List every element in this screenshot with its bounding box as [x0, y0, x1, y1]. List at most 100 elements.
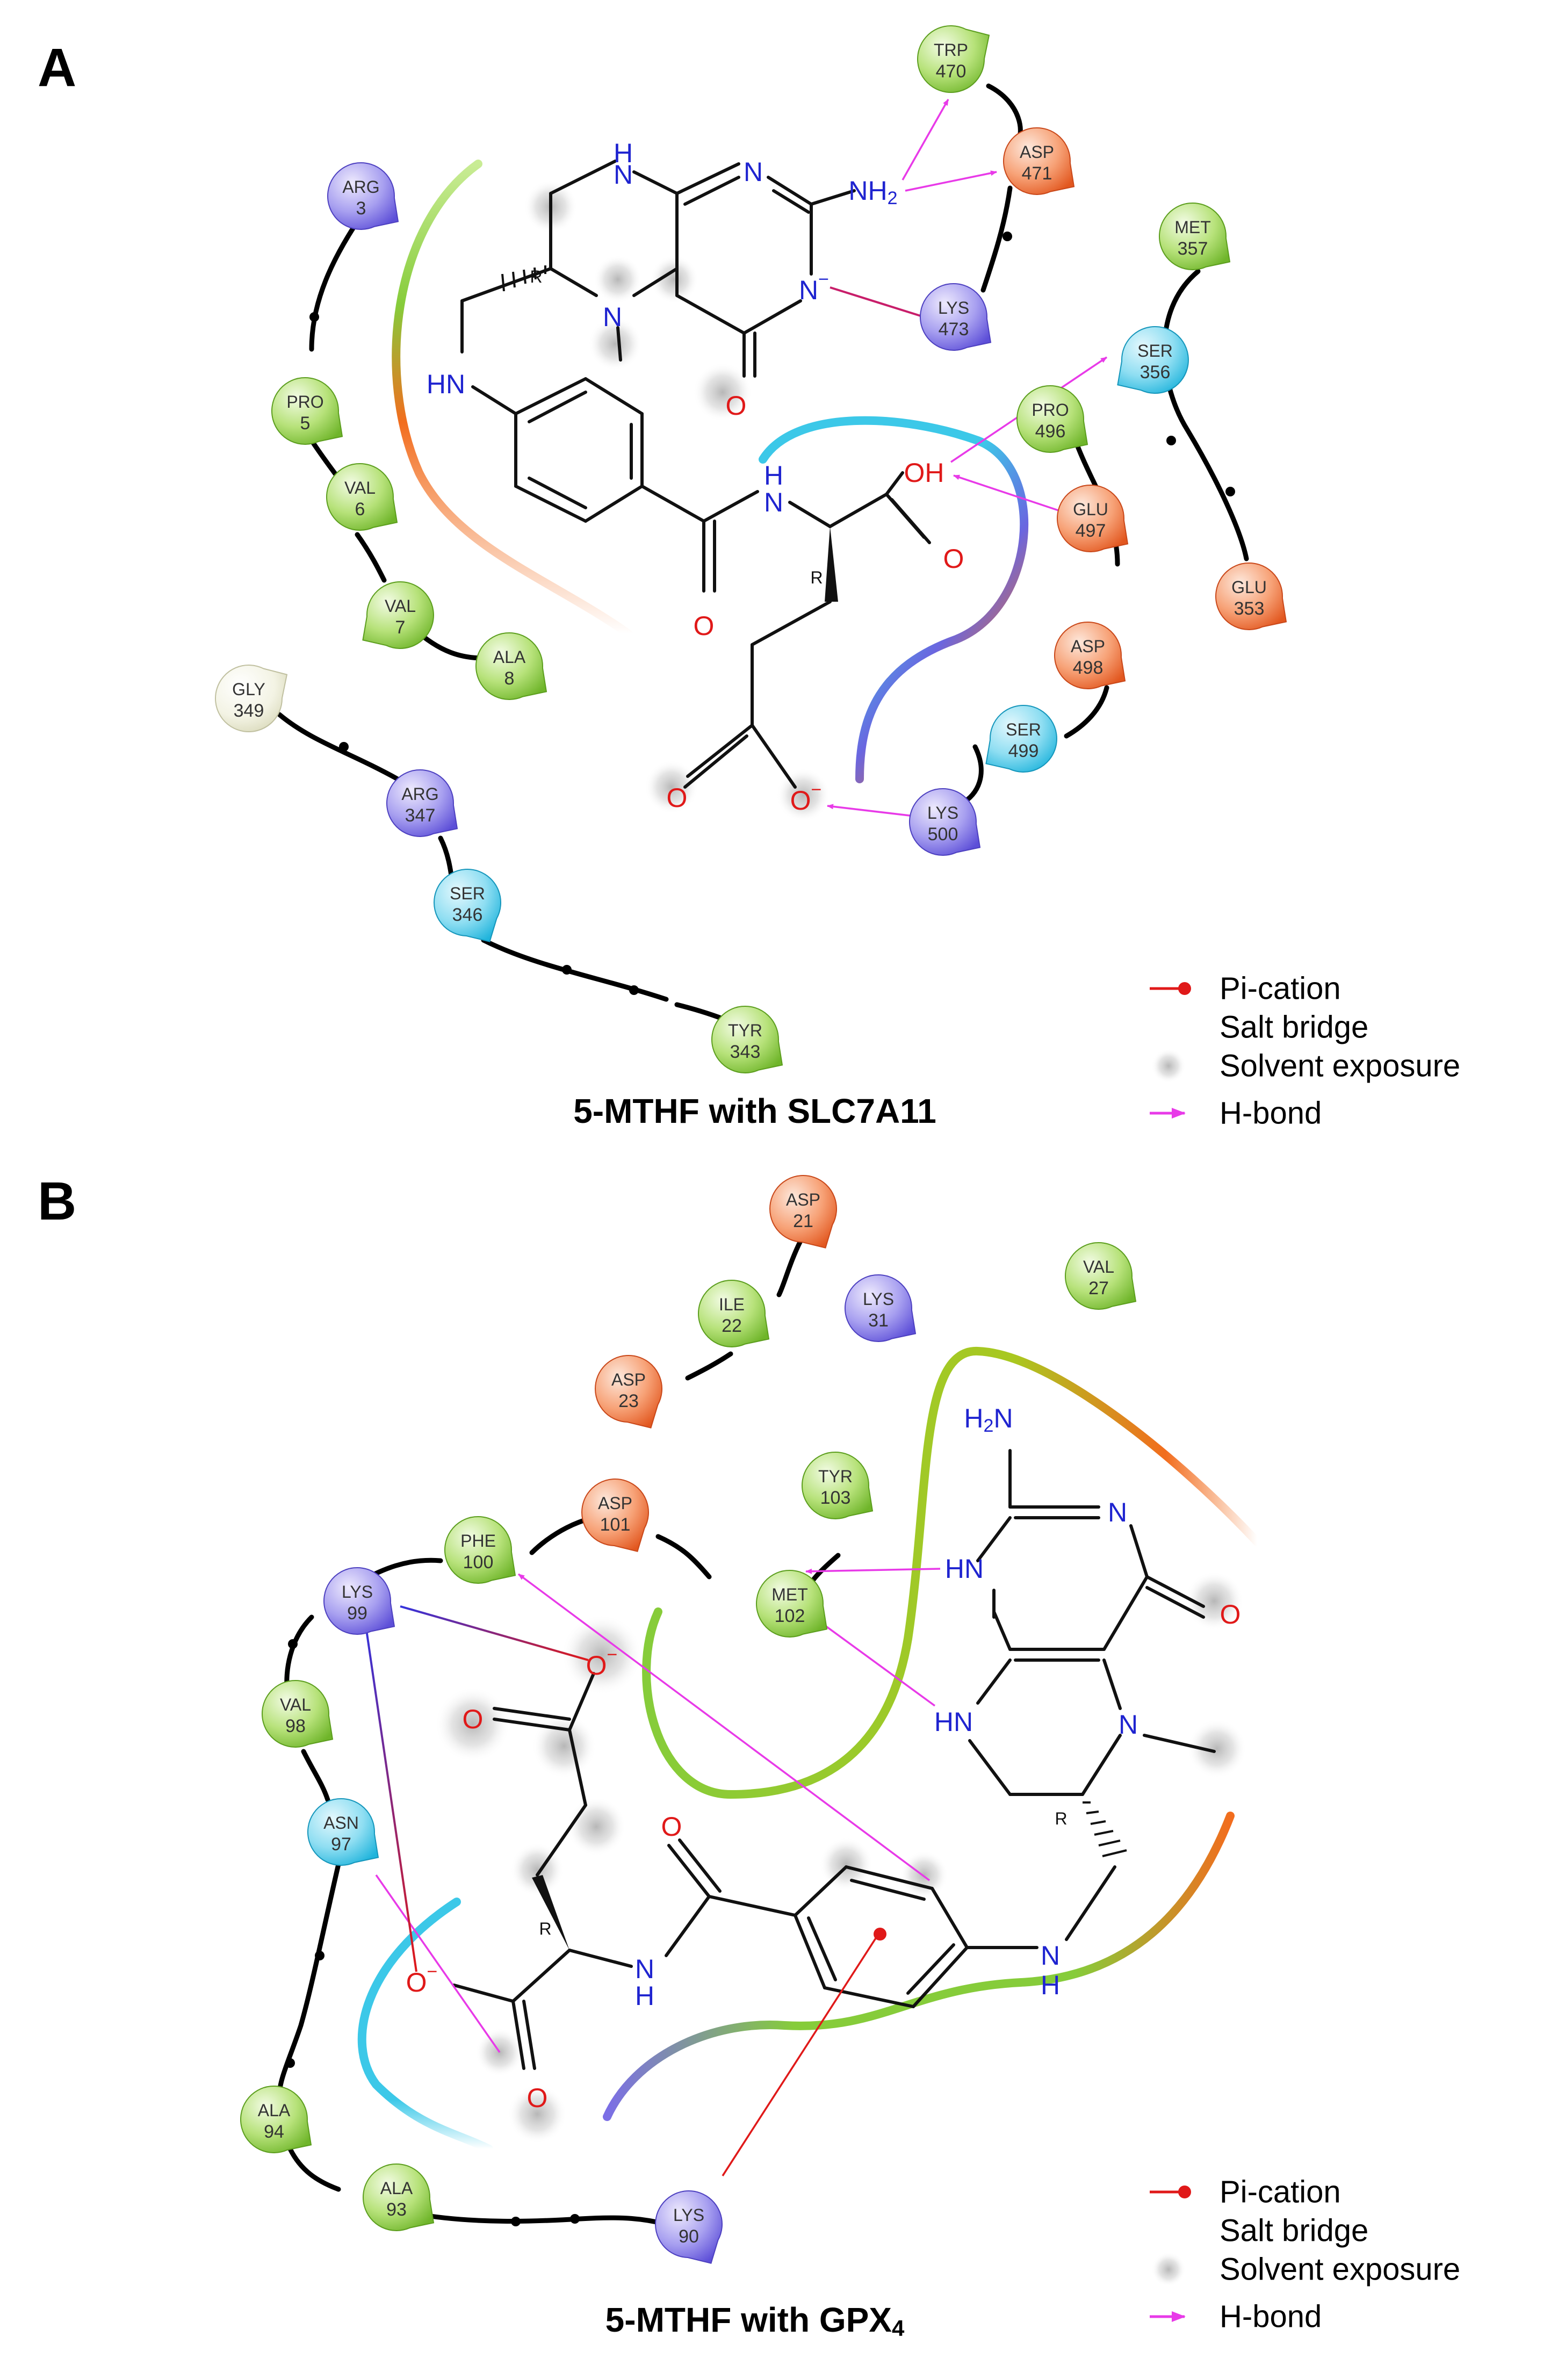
residue-shape	[844, 1274, 917, 1342]
residue-name: GLY	[232, 680, 265, 699]
residue-number: 90	[679, 2226, 699, 2247]
residue-shape	[919, 283, 992, 351]
residue-shape	[1054, 622, 1126, 689]
residue-name: SER	[1137, 341, 1173, 360]
residue-name: ASP	[786, 1190, 820, 1209]
pi-cation-line	[722, 1928, 886, 2176]
residue-shape	[444, 1516, 516, 1584]
svg-text:N: N	[614, 160, 633, 190]
backbone-dots	[309, 232, 1235, 995]
panel-label-b: B	[38, 1171, 76, 1231]
residue-shape	[917, 25, 990, 93]
residue-number: 103	[820, 1488, 851, 1508]
legend-salt-label: Salt bridge	[1220, 2213, 1368, 2248]
legend-hbond-label: H-bond	[1220, 2299, 1322, 2334]
svg-text:O: O	[726, 391, 747, 421]
svg-text:O: O	[667, 783, 688, 813]
residue-number: 357	[1178, 239, 1208, 259]
residue-number: 356	[1140, 362, 1171, 383]
residue-number: 500	[928, 824, 958, 845]
residue-name: ASP	[611, 1370, 646, 1389]
svg-text:N: N	[1108, 1497, 1127, 1527]
svg-text:O: O	[463, 1704, 484, 1734]
residue-name: SER	[450, 884, 485, 903]
pocket-surface-curve	[642, 1346, 1261, 1799]
residue-name: ALA	[258, 2101, 291, 2120]
residue-shape	[985, 705, 1057, 773]
svg-text:HN: HN	[945, 1554, 984, 1584]
svg-text:N: N	[1119, 1710, 1138, 1740]
residue-shape	[755, 1570, 828, 1638]
residue-name: GLU	[1073, 500, 1108, 519]
residue-name: ASP	[1020, 142, 1054, 162]
solvent-exposure-halos	[435, 1571, 1246, 2144]
residue-shape	[327, 162, 399, 230]
panel-b: B	[38, 1171, 1460, 2341]
residue-number: 93	[386, 2199, 407, 2220]
svg-text:H: H	[635, 1981, 654, 2011]
solvent-exposure-halos	[524, 180, 830, 822]
residue-shape	[240, 2086, 312, 2153]
residue-name: ASN	[323, 1813, 359, 1833]
residue-name: ASP	[598, 1494, 632, 1513]
residue-name: VAL	[1083, 1257, 1114, 1276]
residue-name: ALA	[380, 2179, 413, 2198]
residue-number: 346	[452, 905, 483, 925]
residue-number: 5	[300, 413, 311, 434]
residue-ser-346: SER 346	[434, 869, 501, 942]
residue-number: 102	[775, 1606, 805, 1626]
residue-shape	[326, 463, 398, 531]
ligand-atoms-a: H N N NH2 N− N O HN N H OH O O O O− R R	[427, 138, 964, 816]
residue-gly-349: GLY 349	[215, 665, 288, 733]
residue-name: VAL	[344, 478, 376, 497]
residue-asp-21: ASP 21	[769, 1175, 837, 1249]
residue-name: SER	[1006, 720, 1041, 739]
legend-solvent-label: Solvent exposure	[1220, 2252, 1460, 2287]
residue-number: 23	[618, 1391, 639, 1411]
svg-text:H: H	[1041, 1970, 1060, 2000]
residue-number: 473	[939, 319, 969, 340]
legend-solvent-swatch	[1151, 2252, 1186, 2287]
residue-number: 31	[868, 1310, 889, 1331]
residue-name: TRP	[934, 40, 968, 60]
pocket-surface-curve	[357, 1898, 493, 2153]
svg-text:N: N	[635, 1954, 654, 1984]
residue-name: TYR	[728, 1021, 762, 1040]
residue-name: ALA	[493, 647, 526, 667]
svg-text:O: O	[943, 544, 964, 574]
residue-name: PRO	[286, 392, 323, 412]
panel-label-a: A	[38, 38, 76, 98]
residue-number: 349	[234, 701, 264, 721]
svg-text:HN: HN	[427, 369, 465, 399]
residue-shape	[1158, 203, 1231, 270]
residue-name: ILE	[719, 1295, 745, 1314]
residue-number: 21	[793, 1211, 813, 1231]
legend-salt-label: Salt bridge	[1220, 1010, 1368, 1045]
svg-text:H2N: H2N	[964, 1403, 1013, 1436]
residue-name: LYS	[342, 1582, 373, 1602]
salt-bridge-line	[830, 286, 925, 318]
svg-text:R: R	[539, 1919, 551, 1938]
residue-number: 470	[936, 61, 967, 82]
svg-text:N: N	[1041, 1941, 1060, 1971]
residue-name: MET	[1174, 218, 1211, 237]
residue-shape	[475, 632, 547, 700]
residue-name: VAL	[385, 596, 416, 616]
svg-text:O: O	[661, 1812, 682, 1842]
residue-name: VAL	[280, 1695, 311, 1714]
